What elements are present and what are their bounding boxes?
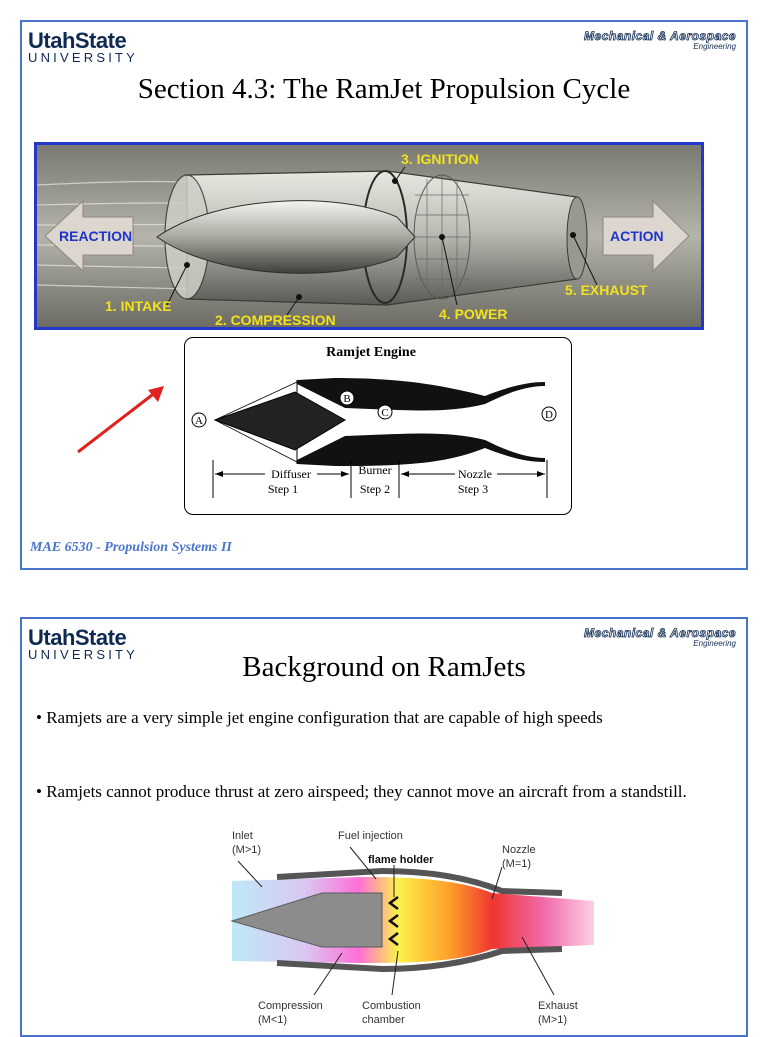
dept-line1: Mechanical & Aerospace xyxy=(584,626,736,640)
label-exhaust: Exhaust xyxy=(538,1000,578,1012)
label-fuel-injection: Fuel injection xyxy=(338,830,403,842)
label-flame-holder: flame holder xyxy=(368,854,434,866)
label-combustion: Combustion xyxy=(362,1000,421,1012)
logo-line2: UNIVERSITY xyxy=(28,50,139,65)
label-reaction: REACTION xyxy=(59,228,132,244)
logo-line1: UtahState xyxy=(28,28,127,53)
usu-logo: UtahState UNIVERSITY xyxy=(28,625,139,662)
label-burner: Burner xyxy=(358,463,391,477)
label-inlet: Inlet xyxy=(232,830,253,842)
dept-line1: Mechanical & Aerospace xyxy=(584,29,736,43)
label-step3: Step 3 xyxy=(458,482,488,496)
slide-title: Background on RamJets xyxy=(242,651,526,683)
label-power: 4. POWER xyxy=(439,306,507,322)
label-nozzle: Nozzle xyxy=(458,467,492,481)
usu-logo: UtahState UNIVERSITY xyxy=(28,28,139,65)
dept-logo: Mechanical & Aerospace Engineering xyxy=(584,30,736,51)
logo-line1: UtahState xyxy=(28,625,127,650)
bullet-simple-config: • Ramjets are a very simple jet engine c… xyxy=(36,708,603,727)
label-ignition: 3. IGNITION xyxy=(401,151,479,167)
logo-line2: UNIVERSITY xyxy=(28,647,139,662)
ramjet-engine-schematic: Ramjet Engine A B C D xyxy=(184,337,572,515)
label-intake: 1. INTAKE xyxy=(105,298,172,314)
point-b: B xyxy=(343,393,350,405)
ramjet-flow-diagram: Inlet (M>1) Fuel injection flame holder … xyxy=(202,827,594,1027)
label-chamber: chamber xyxy=(362,1014,405,1026)
dept-line2: Engineering xyxy=(693,639,736,648)
dept-line2: Engineering xyxy=(693,42,736,51)
label-nozzle: Nozzle xyxy=(502,844,536,856)
label-compression: Compression xyxy=(258,1000,323,1012)
red-arrow-icon xyxy=(77,386,164,454)
label-inlet-mach: (M>1) xyxy=(232,844,261,856)
label-step2: Step 2 xyxy=(360,482,390,496)
label-diffuser: Diffuser xyxy=(271,467,311,481)
dept-logo: Mechanical & Aerospace Engineering xyxy=(584,627,736,648)
schematic-title: Ramjet Engine xyxy=(326,345,416,360)
point-c: C xyxy=(381,407,388,419)
slide-title: Section 4.3: The RamJet Propulsion Cycle xyxy=(137,73,631,105)
label-nozzle-mach: (M=1) xyxy=(502,858,531,870)
label-action: ACTION xyxy=(610,228,664,244)
slide-background-ramjets: UtahState UNIVERSITY Mechanical & Aerosp… xyxy=(20,617,748,1037)
slide-ramjet-cycle: UtahState UNIVERSITY Mechanical & Aerosp… xyxy=(20,20,748,570)
label-compression-mach: (M<1) xyxy=(258,1014,287,1026)
point-d: D xyxy=(545,409,553,421)
bullet-zero-airspeed: • Ramjets cannot produce thrust at zero … xyxy=(36,782,687,801)
ramjet-cycle-illustration: REACTION ACTION 3. IGNITION 1. INTAKE 2.… xyxy=(34,142,704,330)
label-exhaust-mach: (M>1) xyxy=(538,1014,567,1026)
point-a: A xyxy=(195,415,203,427)
label-step1: Step 1 xyxy=(268,482,298,496)
label-compression: 2. COMPRESSION xyxy=(215,312,336,327)
footer-course: MAE 6530 - Propulsion Systems II xyxy=(30,540,232,555)
label-exhaust: 5. EXHAUST xyxy=(565,282,648,298)
